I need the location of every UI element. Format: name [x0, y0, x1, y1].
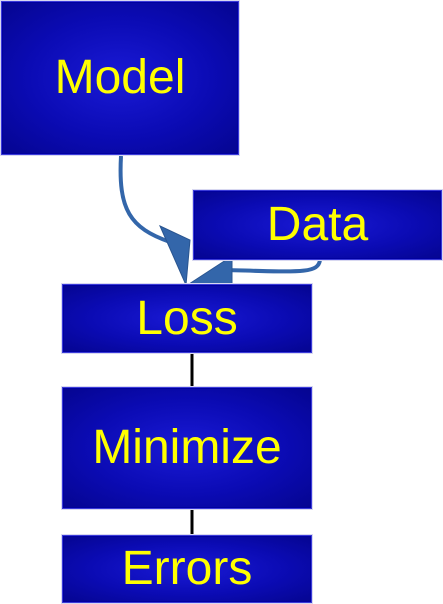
loss-node: Loss	[62, 284, 312, 353]
model-node-label: Model	[54, 51, 186, 104]
minimize-node-label: Minimize	[92, 421, 282, 474]
loss-node-label: Loss	[136, 291, 238, 345]
errors-node: Errors	[62, 535, 312, 603]
data-to-loss-arrow-head	[184, 255, 233, 287]
data-to-loss-arrow-line	[224, 259, 322, 274]
model-node: Model	[1, 1, 239, 155]
data-node-label: Data	[266, 198, 369, 251]
errors-node-label: Errors	[121, 542, 253, 595]
data-node: Data	[193, 190, 442, 260]
model-to-loss-arrow-line	[118, 155, 171, 244]
minimize-node: Minimize	[62, 387, 312, 509]
model-to-loss-arrow-head	[159, 224, 191, 286]
